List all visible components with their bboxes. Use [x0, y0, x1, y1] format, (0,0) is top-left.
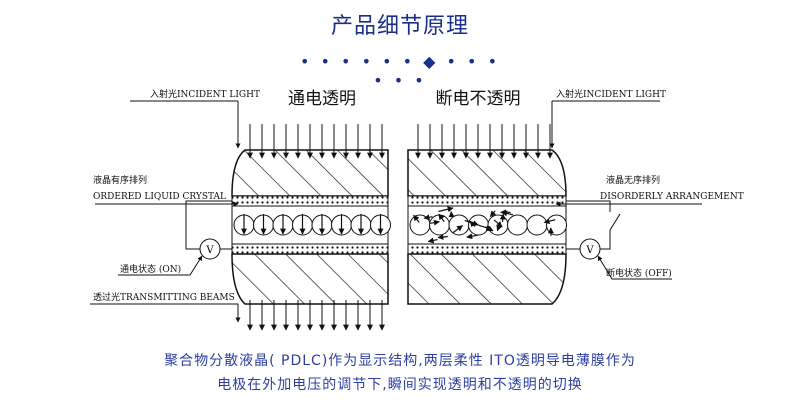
right-incident-label: 入射光INCIDENT LIGHT [556, 88, 666, 100]
left-bottom-glass [231, 253, 389, 305]
right-top-ito [407, 195, 567, 207]
right-panel: V 断电不透明 入射光INCIDENT LIGHT 液晶无序排列 DISORDE… [407, 88, 744, 305]
right-circuit-wire-2 [600, 230, 611, 250]
left-incident-arrows [247, 124, 385, 159]
left-bottom-ito [231, 243, 389, 255]
caption-line-1: 聚合物分散液晶( PDLC)作为显示结构,两层柔性 ITO透明导电薄膜作为 [164, 353, 636, 369]
right-bottom-glass [407, 253, 567, 305]
left-transmit-label: 透过光TRANSMITTING BEAMS [93, 291, 235, 303]
right-heading: 断电不透明 [436, 89, 521, 109]
lc-droplet [448, 214, 470, 236]
scattered-light-arrow [543, 218, 556, 225]
right-circuit-wire [566, 200, 611, 212]
left-voltmeter [199, 238, 221, 260]
lc-droplet [507, 214, 528, 236]
scattered-light-arrow [423, 214, 433, 221]
left-transmitted-arrows [247, 300, 385, 331]
left-state-label: 通电状态 (ON) [120, 263, 181, 275]
caption-line-2: 电极在外加电压的调节下,瞬间实现透明和不透明的切换 [217, 377, 583, 393]
right-droplets [409, 206, 567, 244]
scattered-light-arrow [452, 225, 463, 234]
scattered-light-arrow [438, 213, 445, 223]
scattered-light-arrow [430, 219, 440, 226]
scattered-light-arrow [501, 210, 513, 217]
left-heading: 通电透明 [288, 89, 356, 109]
left-incident-label: 入射光INCIDENT LIGHT [150, 88, 260, 100]
scattered-light-arrow [478, 224, 493, 231]
lc-droplet [429, 214, 450, 236]
right-bottom-ito [407, 243, 567, 255]
scattered-light-arrow [499, 213, 506, 223]
left-crystal-label-cn: 液晶有序排列 [93, 174, 147, 186]
left-state-leader [118, 255, 203, 276]
right-incident-arrows [415, 124, 553, 159]
right-switch [609, 213, 621, 231]
right-voltmeter [579, 238, 601, 260]
left-crystal-label-en: ORDERED LIQUID CRYSTAL [93, 192, 226, 202]
left-voltmeter-label: V [205, 245, 214, 256]
scattered-light-arrow [466, 233, 478, 240]
scattered-light-arrow [438, 206, 454, 213]
title-divider: • • • • • • ◆ • • • • • • [300, 52, 501, 90]
right-crystal-label-en: DISORDERLY ARRANGEMENT [600, 192, 744, 202]
right-top-glass [407, 149, 567, 197]
left-panel: V 通电透明 入射光INCIDENT LIGHT 液晶有序排列 ORDERED … [90, 88, 391, 331]
left-top-ito [231, 195, 389, 207]
lc-droplet [468, 214, 489, 236]
left-droplets [233, 214, 391, 236]
lc-droplet [546, 214, 567, 236]
lc-droplet [526, 214, 548, 236]
page-title: 产品细节原理 [330, 14, 469, 39]
right-crystal-label-cn: 液晶无序排列 [606, 174, 660, 186]
left-transmit-leader [90, 303, 241, 323]
right-voltmeter-label: V [585, 245, 594, 256]
scattered-light-arrow [427, 237, 438, 244]
right-state-leader [597, 255, 672, 280]
lc-droplet [487, 214, 509, 236]
left-circuit-wire [185, 200, 232, 250]
right-state-label: 断电状态 (OFF) [606, 267, 672, 279]
scattered-light-arrow [413, 214, 420, 223]
scattered-light-arrow [464, 219, 479, 227]
scattered-light-arrow [493, 219, 503, 228]
scattered-light-arrow [489, 210, 497, 218]
scattered-light-arrow [437, 234, 448, 240]
